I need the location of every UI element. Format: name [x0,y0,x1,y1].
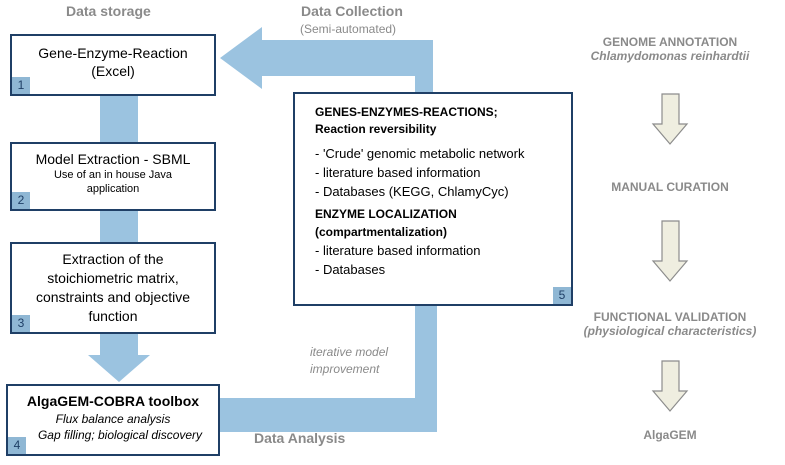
model-extraction-box: Model Extraction - SBML Use of an in hou… [10,142,216,211]
box5-item-databases-1: - Databases (KEGG, ChlamyCyc) [315,184,509,199]
iterative-line-2: improvement [310,362,380,376]
box5-item-literature-2: - literature based information [315,243,481,258]
box4-title: AlgaGEM-COBRA toolbox [26,393,200,409]
box2-sub1: Use of an in house Java [53,169,173,181]
data-analysis-arrow [218,306,437,432]
right-arrow-1 [651,93,689,145]
box5-number: 5 [553,287,571,304]
data-analysis-label: Data Analysis [254,430,346,446]
box3-line2: stoichiometric matrix, [47,270,179,286]
box5-heading-2: Reaction reversibility [315,122,437,136]
box5-heading-1: GENES-ENZYMES-REACTIONS; [315,105,498,119]
data-collection-label: Data Collection [301,3,403,19]
box3-line1: Extraction of the [62,251,164,267]
data-collection-arrow [220,27,433,92]
stoichiometric-matrix-box: Extraction of the stoichiometric matrix,… [10,242,216,334]
iterative-line-1: iterative model [310,345,389,359]
genome-annotation-step: GENOME ANNOTATION Chlamydomonas reinhard… [575,35,765,63]
functional-validation-sub: (physiological characteristics) [583,324,757,338]
box5-item-literature-1: - literature based information [315,165,481,180]
box3-line3: constraints and objective [35,289,191,305]
box1-line1: Gene-Enzyme-Reaction [38,45,188,61]
functional-validation-step: FUNCTIONAL VALIDATION (physiological cha… [575,310,765,338]
box4-line3: Gap filling; biological discovery [37,428,203,442]
box2-number: 2 [12,192,30,209]
genome-annotation-title: GENOME ANNOTATION [602,35,738,49]
box4-number: 4 [8,437,26,454]
box5-item-crude: - 'Crude' genomic metabolic network [315,146,525,161]
connector-2-3 [100,211,138,242]
box2-sub2: application [86,183,140,195]
box1-line2: (Excel) [91,63,135,79]
connector-1-2 [100,96,138,142]
gene-enzyme-reaction-box: Gene-Enzyme-Reaction (Excel) 1 [10,34,216,96]
right-arrow-3 [651,360,689,412]
right-arrow-2 [651,220,689,282]
box3-number: 3 [12,315,30,332]
genome-annotation-organism: Chlamydomonas reinhardtii [590,49,750,63]
box1-number: 1 [12,77,30,94]
data-storage-label: Data storage [66,3,151,19]
manual-curation-step: MANUAL CURATION [611,180,729,194]
genes-enzymes-reactions-box: GENES-ENZYMES-REACTIONS; Reaction revers… [293,92,573,306]
iterative-label: iterative model improvement [310,344,388,378]
box4-line2: Flux balance analysis [55,412,171,426]
box5-heading-4: (compartmentalization) [315,225,448,239]
box5-heading-3: ENZYME LOCALIZATION [315,207,457,221]
algagem-cobra-box: AlgaGEM-COBRA toolbox Flux balance analy… [6,384,220,456]
algagem-step: AlgaGEM [643,428,697,442]
box2-title: Model Extraction - SBML [35,151,191,167]
data-collection-sublabel: (Semi-automated) [300,22,397,36]
functional-validation-title: FUNCTIONAL VALIDATION [593,310,747,324]
box5-item-databases-2: - Databases [315,262,386,277]
box3-line4: function [88,308,138,324]
arrow-3-4 [88,334,150,382]
